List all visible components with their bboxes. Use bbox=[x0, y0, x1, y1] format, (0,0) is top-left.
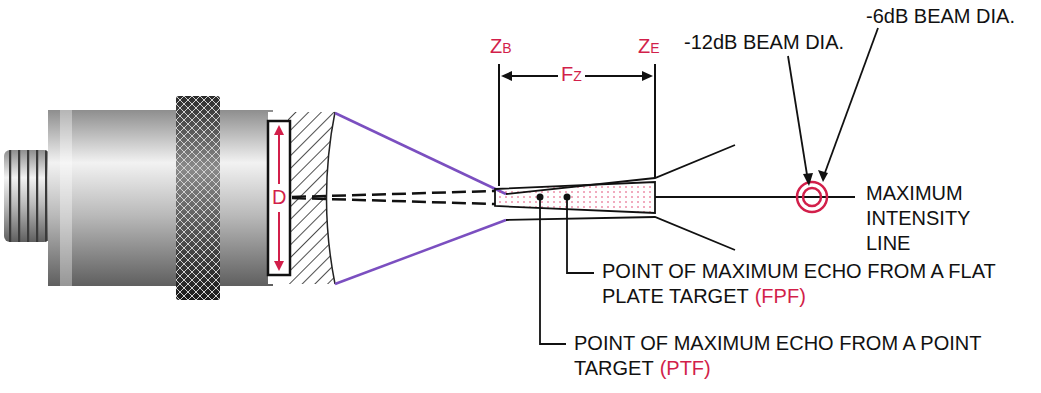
label-text: Z bbox=[490, 35, 502, 57]
label-text: E bbox=[650, 40, 659, 56]
focal-end-label: ZE bbox=[638, 34, 660, 61]
label-text: -6dB BEAM DIA. bbox=[866, 5, 1015, 27]
flat-plate-label: POINT OF MAXIMUM ECHO FROM A FLAT PLATE … bbox=[602, 259, 1022, 309]
label-text: POINT OF MAXIMUM ECHO FROM A POINT TARGE… bbox=[574, 332, 981, 379]
beam-diameter-label: -6dB BEAM DIA. bbox=[866, 4, 1015, 29]
beam-diameter-label: -12dB BEAM DIA. bbox=[684, 30, 844, 55]
intensity-line-label: MAXIMUM INTENSITY LINE bbox=[866, 181, 991, 256]
label-text: Z bbox=[573, 68, 582, 84]
label-text: -12dB BEAM DIA. bbox=[684, 31, 844, 53]
label-text: (FPF) bbox=[755, 285, 806, 307]
label-text: Z bbox=[638, 35, 650, 57]
label-text: (PTF) bbox=[660, 357, 711, 379]
label-text: MAXIMUM INTENSITY LINE bbox=[866, 182, 970, 254]
point-target-label: POINT OF MAXIMUM ECHO FROM A POINT TARGE… bbox=[574, 331, 994, 381]
label-text: B bbox=[502, 40, 511, 56]
focal-begin-label: ZB bbox=[490, 34, 512, 61]
diameter-label: D bbox=[272, 185, 286, 210]
label-text: D bbox=[272, 186, 286, 208]
label-text: F bbox=[561, 63, 573, 85]
focal-zone-label: FZ bbox=[558, 62, 585, 89]
